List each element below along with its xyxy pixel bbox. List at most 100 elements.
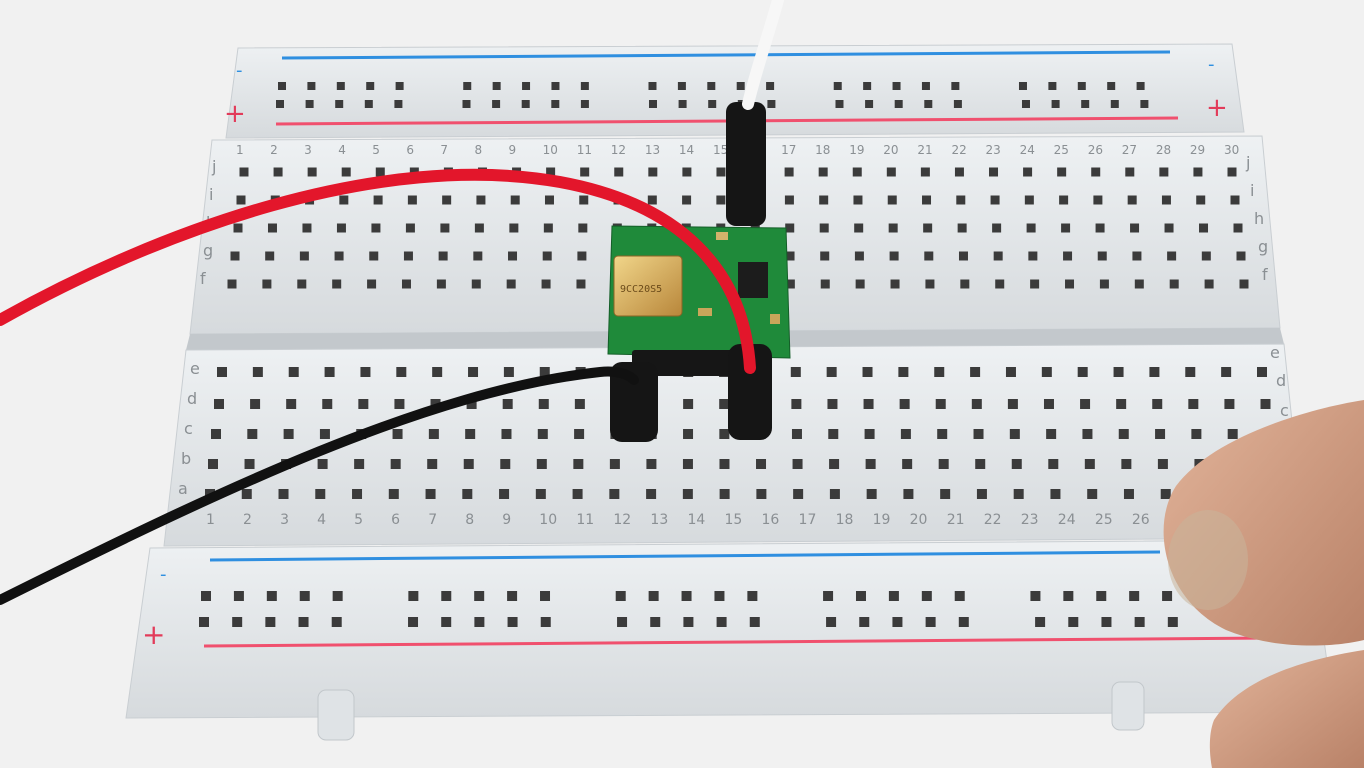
breadboard-hole <box>1121 459 1132 469</box>
breadboard-hole <box>1024 195 1034 205</box>
breadboard-hole <box>578 223 588 233</box>
breadboard-hole <box>199 617 209 627</box>
breadboard-hole <box>462 489 473 499</box>
breadboard-hole <box>1130 223 1140 233</box>
breadboard-hole <box>536 459 547 469</box>
breadboard-hole <box>1013 489 1024 499</box>
breadboard-hole <box>681 591 692 601</box>
breadboard-hole <box>463 459 474 469</box>
top-rail-plus-label-right: + <box>1206 93 1228 123</box>
breadboard-hole <box>336 82 345 90</box>
breadboard-hole <box>580 100 589 108</box>
breadboard-hole <box>1084 459 1095 469</box>
breadboard-top-rail-body <box>225 43 1245 139</box>
breadboard-hole <box>510 195 520 205</box>
breadboard-hole <box>892 82 901 90</box>
breadboard-hole <box>854 223 864 233</box>
breadboard-hole <box>432 367 443 377</box>
breadboard-hole <box>503 367 514 377</box>
breadboard-hole <box>373 195 383 205</box>
breadboard-hole <box>1023 167 1033 177</box>
board-foot-left <box>317 689 355 741</box>
column-number-top: 8 <box>474 143 482 157</box>
breadboard-hole <box>864 429 875 439</box>
breadboard-hole <box>579 195 589 205</box>
column-number: 17 <box>799 512 817 528</box>
pcb-ic-chip <box>738 262 768 298</box>
breadboard-hole <box>1059 195 1069 205</box>
breadboard-hole <box>392 429 403 439</box>
breadboard-hole <box>819 195 829 205</box>
breadboard-hole <box>369 251 379 261</box>
breadboard-hole <box>324 367 335 377</box>
crystal-oscillator <box>613 255 683 317</box>
breadboard-hole <box>833 82 842 90</box>
breadboard-hole <box>1221 367 1232 377</box>
breadboard-hole <box>441 591 452 601</box>
breadboard-hole <box>1260 399 1271 409</box>
breadboard-hole <box>1132 251 1142 261</box>
breadboard-hole <box>1188 399 1199 409</box>
black-wire-housing-top <box>726 102 766 226</box>
column-number-top: 27 <box>1122 143 1137 157</box>
breadboard-hole <box>903 489 914 499</box>
breadboard-hole <box>465 429 476 439</box>
black-wire-housing-right <box>728 344 772 440</box>
breadboard-hole <box>1028 251 1038 261</box>
breadboard-hole <box>506 279 516 289</box>
breadboard-hole <box>1043 399 1054 409</box>
column-number: 7 <box>428 512 437 528</box>
breadboard-hole <box>395 82 404 90</box>
breadboard-hole <box>756 459 767 469</box>
breadboard-hole <box>440 223 450 233</box>
breadboard-hole <box>617 617 628 627</box>
breadboard-hole <box>283 429 294 439</box>
breadboard-hole <box>784 195 794 205</box>
breadboard-hole <box>232 617 243 627</box>
row-letter-g-right: g <box>1258 237 1268 256</box>
breadboard-hole <box>1224 399 1235 409</box>
breadboard-hole <box>993 251 1003 261</box>
breadboard-hole <box>1018 82 1027 90</box>
column-number-top: 19 <box>849 143 864 157</box>
column-number: 10 <box>539 512 557 528</box>
breadboard-hole <box>332 591 343 601</box>
breadboard-hole <box>390 459 401 469</box>
breadboard-hole <box>1021 100 1030 108</box>
row-letter-g: g <box>203 241 213 260</box>
breadboard-hole <box>995 279 1005 289</box>
breadboard-hole <box>925 279 935 289</box>
breadboard-hole <box>573 459 584 469</box>
breadboard-hole <box>1125 167 1135 177</box>
breadboard-hole <box>403 251 413 261</box>
breadboard-hole <box>507 591 518 601</box>
breadboard-hole <box>405 223 415 233</box>
breadboard-hole <box>331 617 342 627</box>
breadboard-hole <box>521 100 530 108</box>
breadboard-hole <box>1191 429 1202 439</box>
breadboard-hole <box>785 223 795 233</box>
breadboard-hole <box>890 279 900 289</box>
breadboard-hole <box>551 100 560 108</box>
breadboard-hole <box>791 399 802 409</box>
breadboard-hole <box>683 429 694 439</box>
breadboard-hole <box>299 251 309 261</box>
column-number-top: 23 <box>986 143 1001 157</box>
breadboard-hole <box>1030 279 1040 289</box>
breadboard-hole <box>1159 167 1169 177</box>
row-letter-a: a <box>178 479 188 498</box>
breadboard-hole <box>441 617 452 627</box>
breadboard-hole <box>1077 82 1086 90</box>
breadboard-hole <box>267 223 277 233</box>
column-number-top: 10 <box>543 143 558 157</box>
breadboard-hole <box>1082 429 1093 439</box>
breadboard-hole <box>241 489 252 499</box>
breadboard-hole <box>1048 459 1059 469</box>
breadboard-hole <box>352 489 363 499</box>
breadboard-hole <box>866 489 877 499</box>
breadboard-bottom-rail-body <box>125 539 1335 719</box>
row-letter-e-right: e <box>1270 343 1280 362</box>
breadboard-hole <box>278 489 289 499</box>
breadboard-hole <box>341 167 351 177</box>
row-letter-h-right: h <box>1254 209 1264 228</box>
